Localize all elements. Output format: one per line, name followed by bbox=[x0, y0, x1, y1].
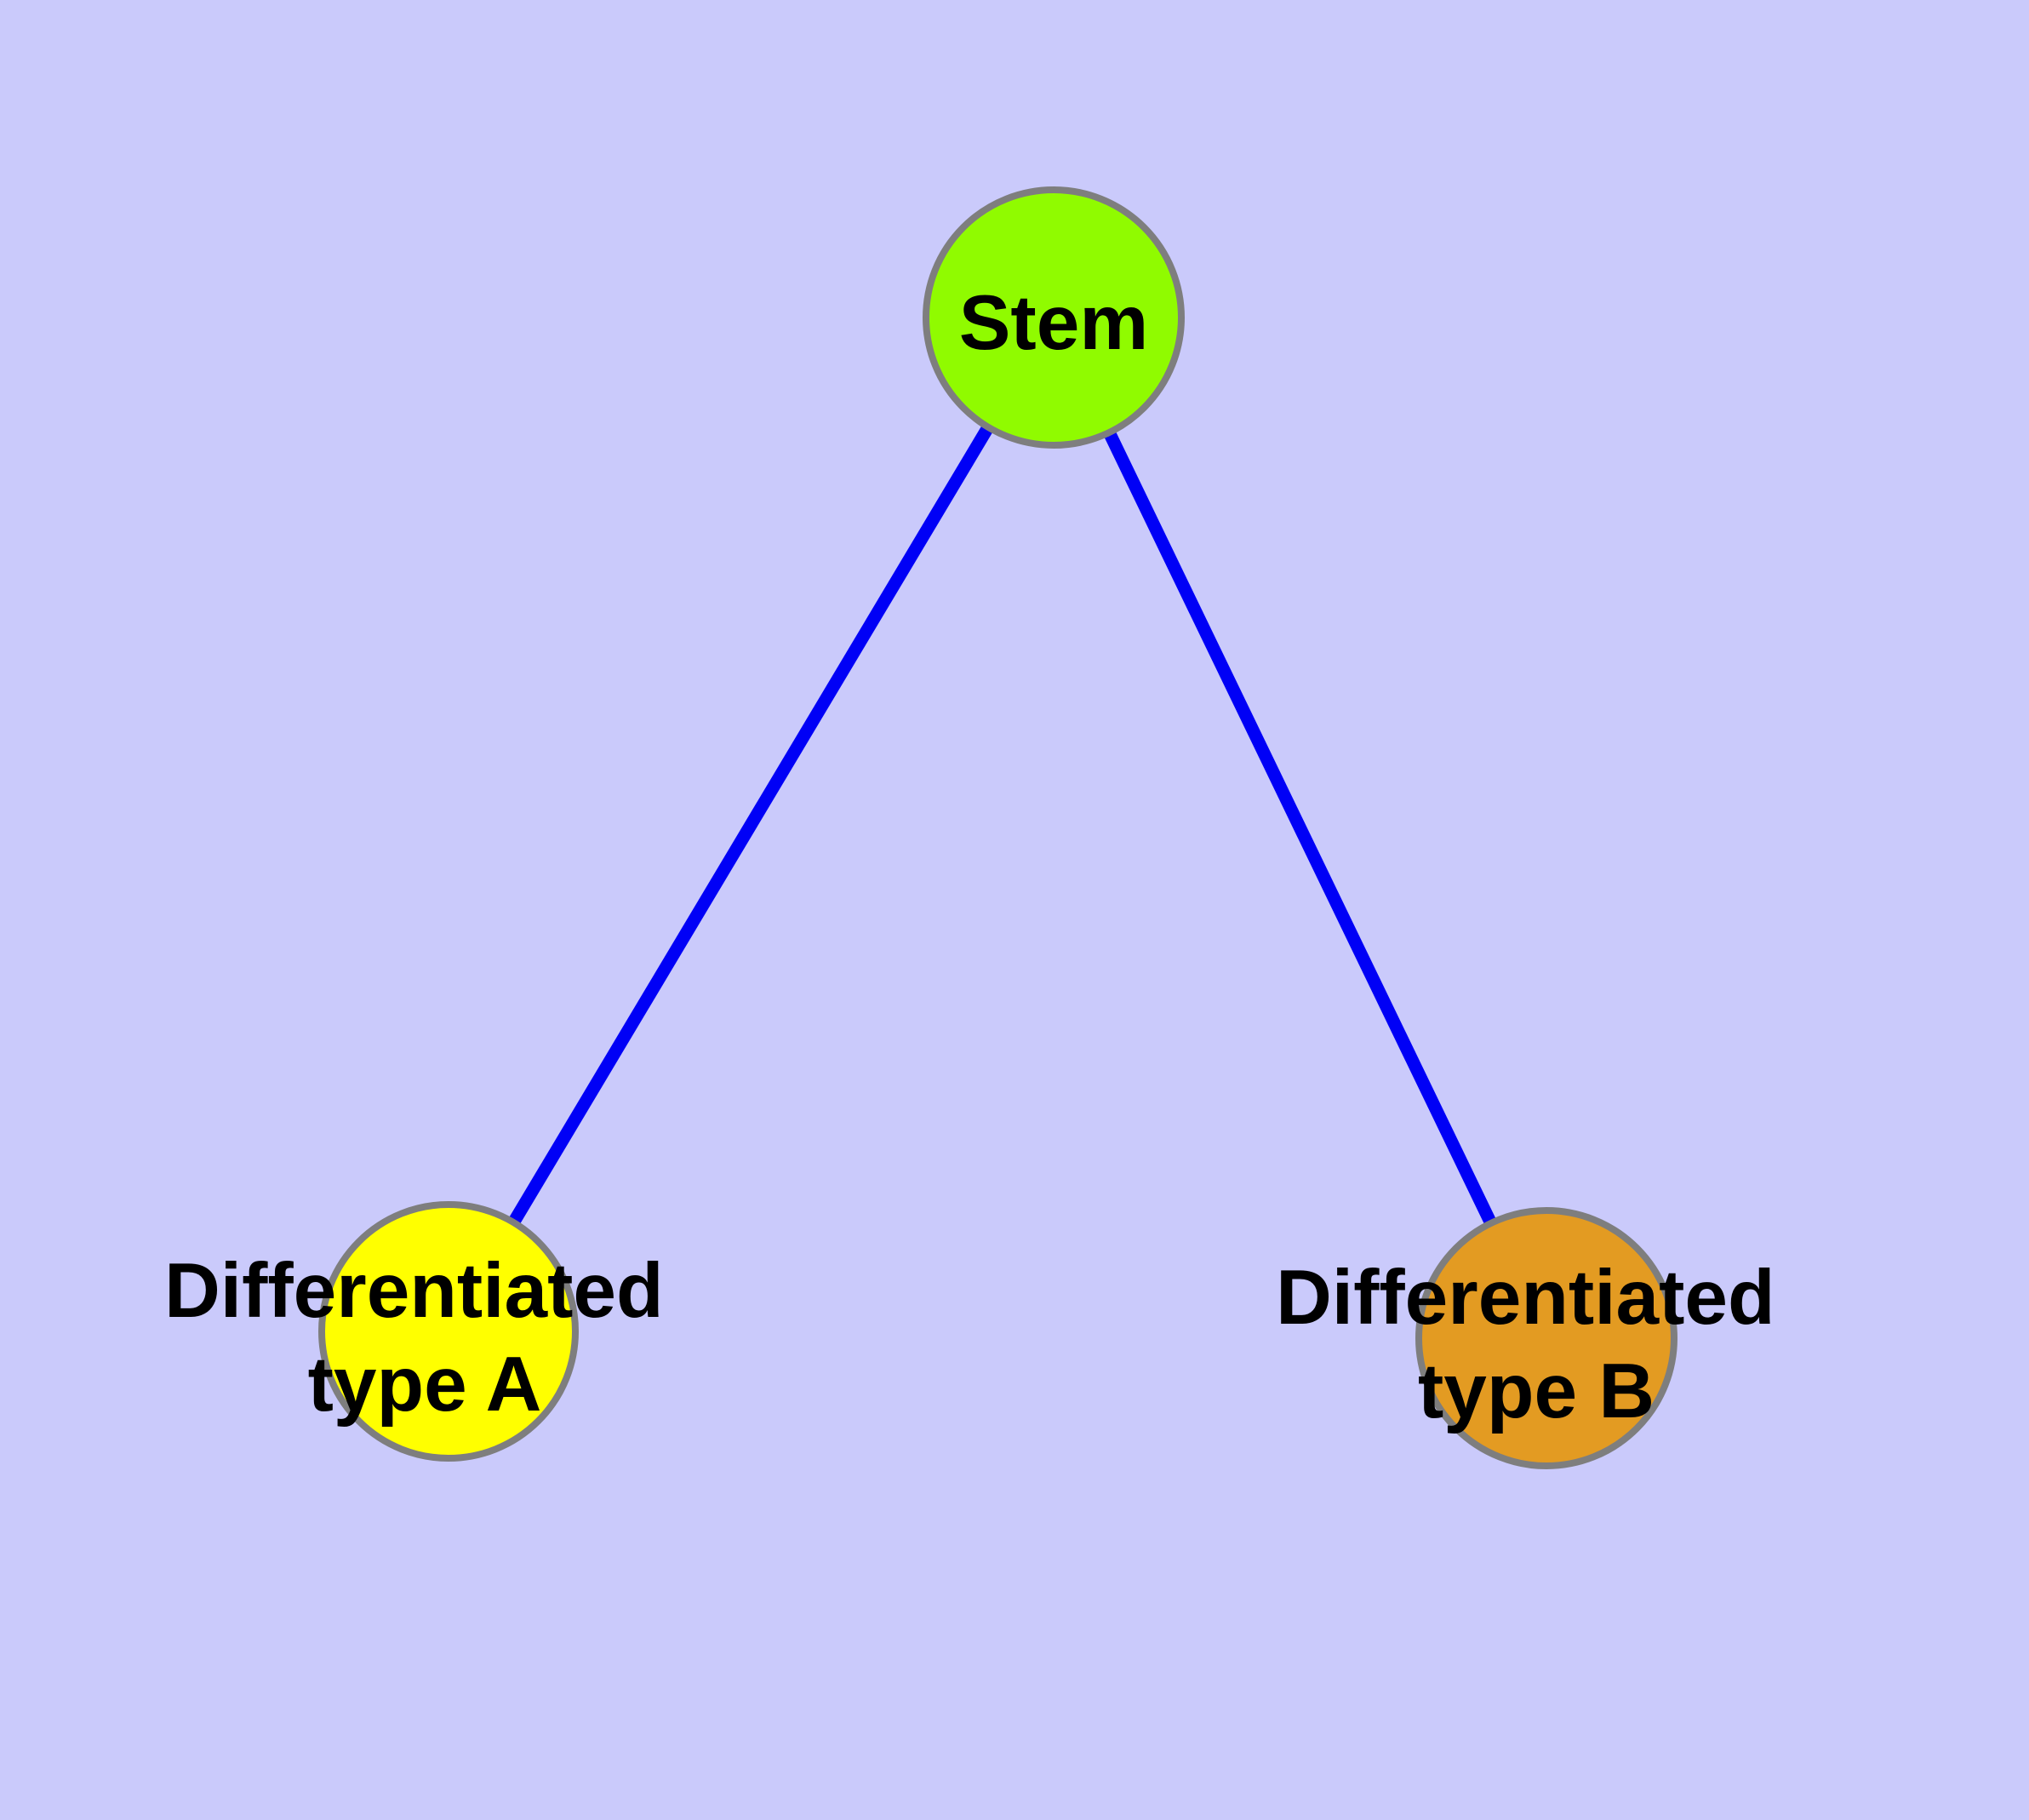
node-differentiated-type-b-label-line2: type B bbox=[1418, 1348, 1655, 1434]
edge-stem-to-type-b bbox=[1048, 314, 1552, 1342]
node-differentiated-type-b-label: Differentiated type B bbox=[1276, 1255, 1797, 1434]
node-layer bbox=[318, 186, 1677, 1469]
node-differentiated-type-a-label-line2: type A bbox=[308, 1342, 542, 1428]
edge-layer bbox=[443, 314, 1552, 1342]
node-differentiated-type-a-label: Differentiated type A bbox=[164, 1248, 685, 1428]
node-differentiated-type-b-label-line1: Differentiated bbox=[1276, 1255, 1775, 1341]
label-layer: Stem Differentiated type A Differentiate… bbox=[164, 280, 1797, 1434]
node-differentiated-type-a-label-line1: Differentiated bbox=[164, 1248, 664, 1334]
node-differentiated-type-a bbox=[318, 1201, 579, 1462]
edge-stem-to-type-a bbox=[443, 314, 1060, 1335]
node-stem bbox=[923, 186, 1185, 449]
node-differentiated-type-b bbox=[1415, 1207, 1677, 1469]
node-stem-label: Stem bbox=[959, 280, 1149, 366]
